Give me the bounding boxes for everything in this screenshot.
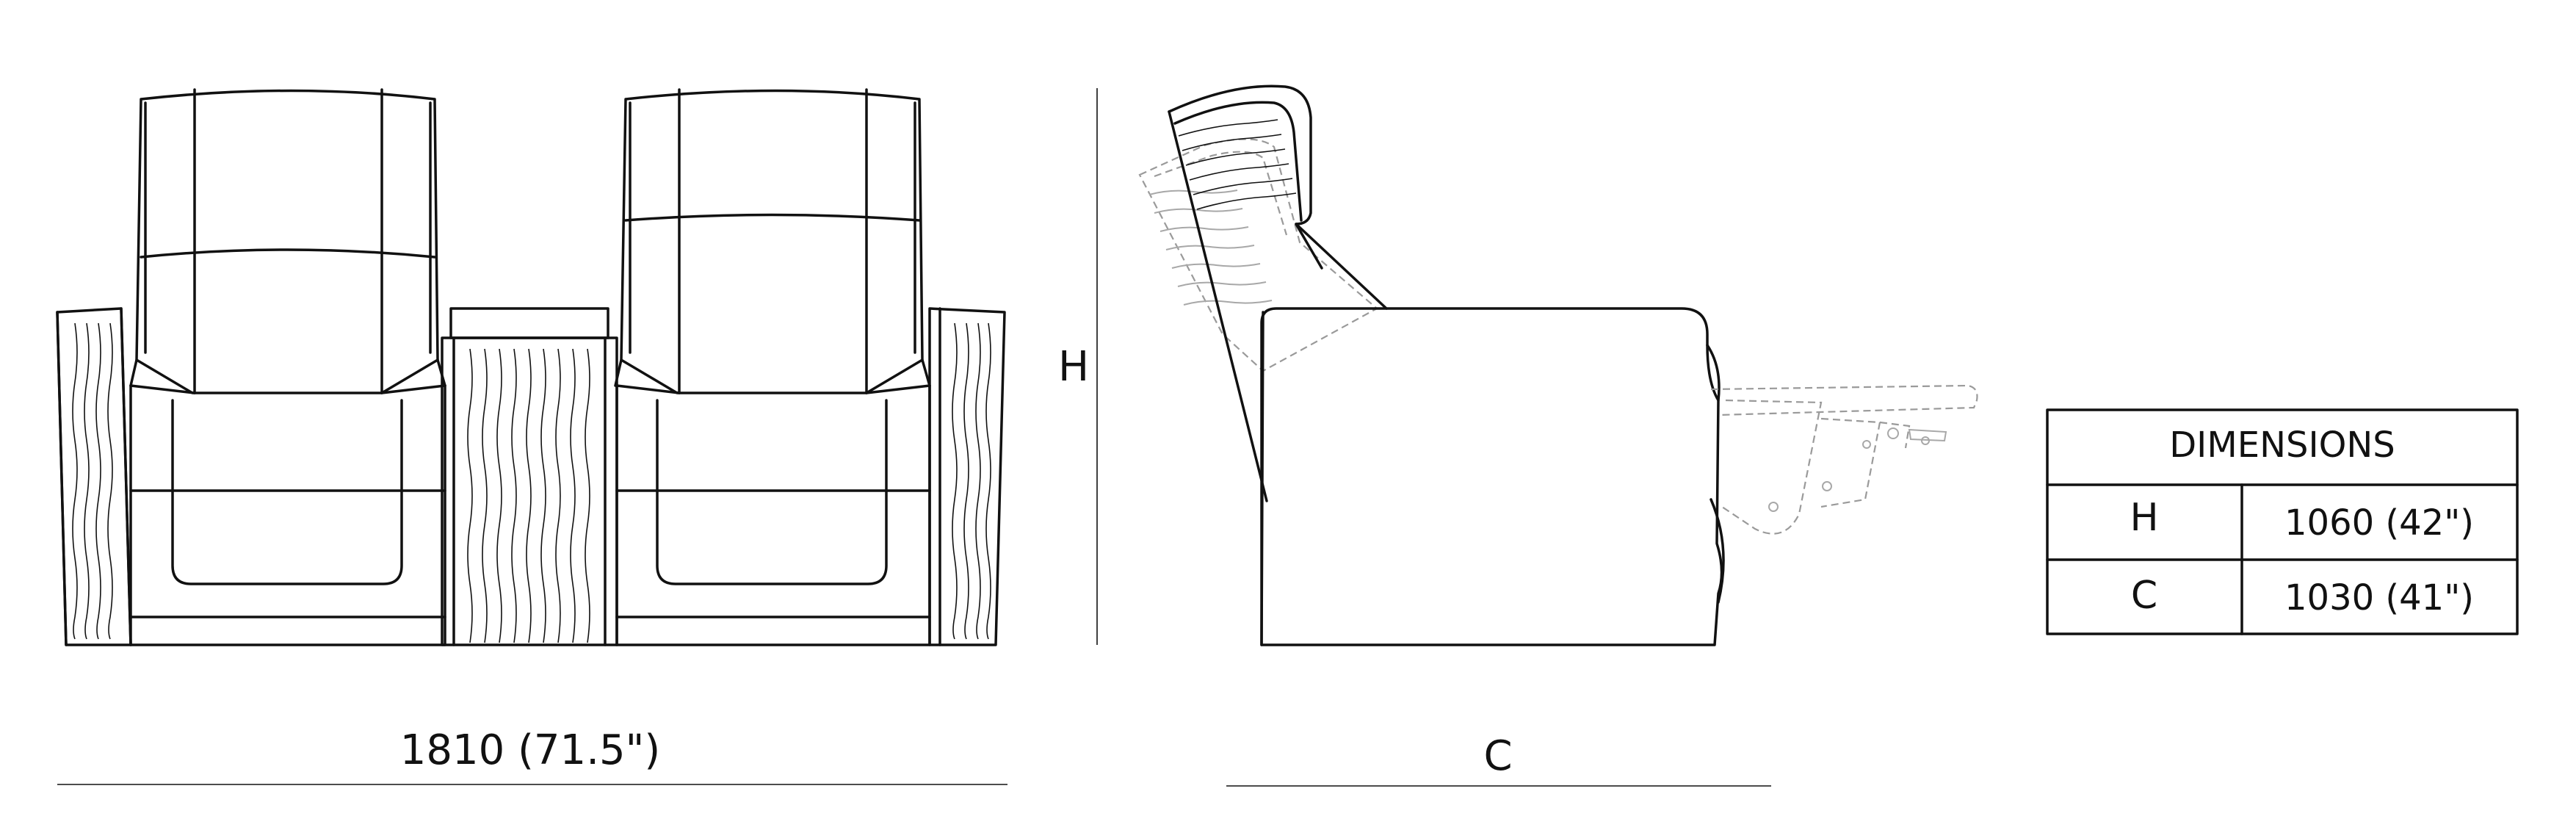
table-row-c-value: 1030 (41")	[2284, 577, 2474, 618]
table-title: DIMENSIONS	[2169, 425, 2395, 466]
footrest-mechanism-ghost	[1710, 384, 1978, 535]
table-row-c-key: C	[2131, 574, 2157, 618]
width-label: 1810 (71.5")	[400, 726, 660, 774]
height-marker: H	[1058, 343, 1089, 391]
center-console	[441, 307, 618, 646]
side-view: C	[1138, 84, 1978, 787]
right-armrest	[928, 307, 1006, 646]
dimensions-table: DIMENSIONS H 1060 (42") C 1030 (41")	[2046, 408, 2519, 635]
table-border	[2046, 408, 2519, 635]
left-armrest	[56, 307, 132, 646]
table-row-h-key: H	[2130, 496, 2158, 540]
front-view: 1810 (71.5")	[56, 88, 1007, 785]
side-seat-body	[1260, 307, 1725, 646]
left-seat	[129, 88, 446, 646]
table-row-h-value: 1060 (42")	[2284, 502, 2474, 544]
right-seat	[614, 88, 931, 646]
upright-backrest	[1168, 84, 1388, 502]
reclined-backrest-ghost	[1138, 138, 1378, 372]
height-dimension: H	[1058, 88, 1098, 645]
depth-marker: C	[1483, 732, 1512, 780]
